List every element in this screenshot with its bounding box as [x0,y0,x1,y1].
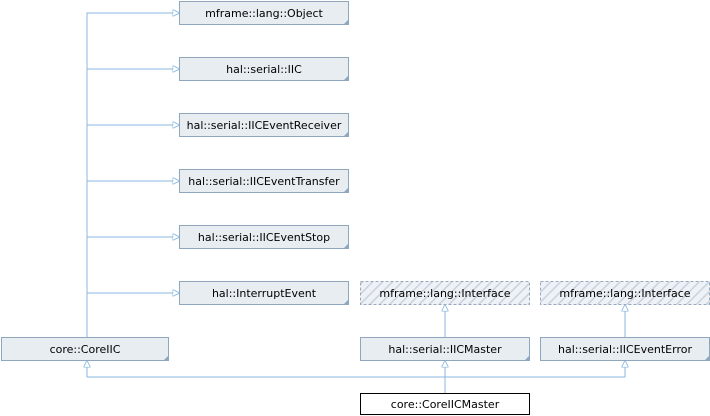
class-node-coreiic[interactable]: core::CoreIIC [1,337,169,361]
class-box [179,57,349,81]
corner-fold-icon [344,132,348,136]
class-label: hal::serial::IICEventError [558,343,692,356]
corner-fold-icon [164,356,168,360]
corner-fold-icon [344,300,348,304]
class-node-object[interactable]: mframe::lang::Object [179,1,349,25]
class-node-stop[interactable]: hal::serial::IICEventStop [179,225,349,249]
corner-fold-icon [525,356,529,360]
class-label: mframe::lang::Interface [379,287,510,300]
corner-fold-icon [705,356,709,360]
class-label: hal::serial::IICEventReceiver [187,119,342,132]
class-label: hal::InterruptEvent [212,287,317,300]
edges-layer [87,13,625,393]
class-box [360,393,530,415]
class-label: hal::serial::IICMaster [388,343,502,356]
class-label: core::CoreIICMaster [391,398,500,411]
class-node-iface2[interactable]: mframe::lang::Interface [540,281,710,305]
class-box [179,1,349,25]
class-label: mframe::lang::Object [205,7,323,20]
corner-fold-icon [344,244,348,248]
corner-fold-icon [344,188,348,192]
class-box [360,281,530,305]
inheritance-edge-coreiicmaster-to-coreiic [87,361,446,393]
class-label: core::CoreIIC [50,343,121,356]
corner-fold-icon [344,20,348,24]
class-node-iiceventerror[interactable]: hal::serial::IICEventError [540,337,710,361]
class-node-iface1[interactable]: mframe::lang::Interface [360,281,530,305]
class-node-receiver[interactable]: hal::serial::IICEventReceiver [179,113,349,137]
class-label: hal::serial::IIC [226,63,302,76]
class-box [1,337,169,361]
inheritance-edge-coreiic-to-object [86,13,179,337]
class-box [179,169,349,193]
class-box [179,225,349,249]
class-node-coreiicmaster[interactable]: core::CoreIICMaster [360,393,530,415]
class-box [360,337,530,361]
class-node-iic[interactable]: hal::serial::IIC [179,57,349,81]
class-node-iicmaster[interactable]: hal::serial::IICMaster [360,337,530,361]
class-node-transfer[interactable]: hal::serial::IICEventTransfer [179,169,349,193]
class-node-interrupt[interactable]: hal::InterruptEvent [179,281,349,305]
class-label: mframe::lang::Interface [559,287,690,300]
class-label: hal::serial::IICEventTransfer [188,175,340,188]
inheritance-edge-coreiicmaster-to-iiceventerror [445,361,625,378]
class-box [179,281,349,305]
class-label: hal::serial::IICEventStop [198,231,330,244]
class-box [179,113,349,137]
corner-fold-icon [344,76,348,80]
